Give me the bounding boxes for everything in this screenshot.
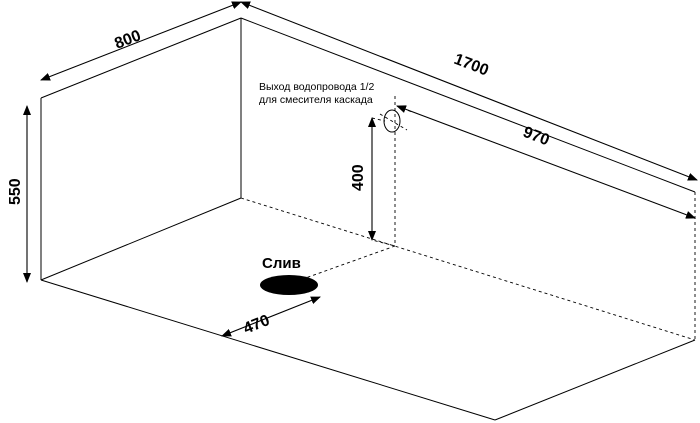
pipe-note-line2: для смесителя каскада: [259, 94, 373, 106]
drain: Слив: [260, 255, 318, 295]
dimension-drain-offset: 470: [221, 296, 321, 338]
dimension-pipe-height-extension: [371, 117, 386, 122]
dimension-width-value: 800: [112, 27, 143, 52]
drain-label: Слив: [262, 255, 301, 272]
dimension-drain-offset-line: [221, 296, 321, 337]
drain-hole: [260, 275, 318, 295]
dimension-pipe-offset-line: [396, 105, 696, 219]
back-floor-edge-left: [40, 197, 242, 281]
pipe-note: Выход водопровода 1/2 для смесителя каск…: [259, 81, 374, 106]
floor-right-edge: [494, 339, 696, 421]
dimension-pipe-offset-extension: [396, 105, 413, 113]
dimension-width: 800: [40, 1, 242, 81]
back-floor-edge-right: [240, 197, 696, 341]
dimension-pipe-height-value: 400: [350, 164, 367, 191]
drain-reference-line: [299, 245, 396, 281]
dimension-pipe-height: 400: [350, 117, 386, 241]
dimension-length-value: 1700: [452, 51, 491, 80]
dimension-height-value: 550: [7, 178, 24, 205]
pipe-floor-projection: [371, 239, 396, 247]
dimension-pipe-offset-value: 970: [521, 124, 552, 149]
pipe-note-line1: Выход водопровода 1/2: [259, 81, 374, 93]
floor-front-edge: [40, 279, 496, 421]
room-outline: [40, 17, 696, 421]
dimension-drain-offset-value: 470: [241, 312, 272, 338]
left-wall-top-edge: [40, 17, 242, 99]
dimension-width-line: [40, 1, 242, 81]
dimension-height: 550: [7, 105, 31, 283]
